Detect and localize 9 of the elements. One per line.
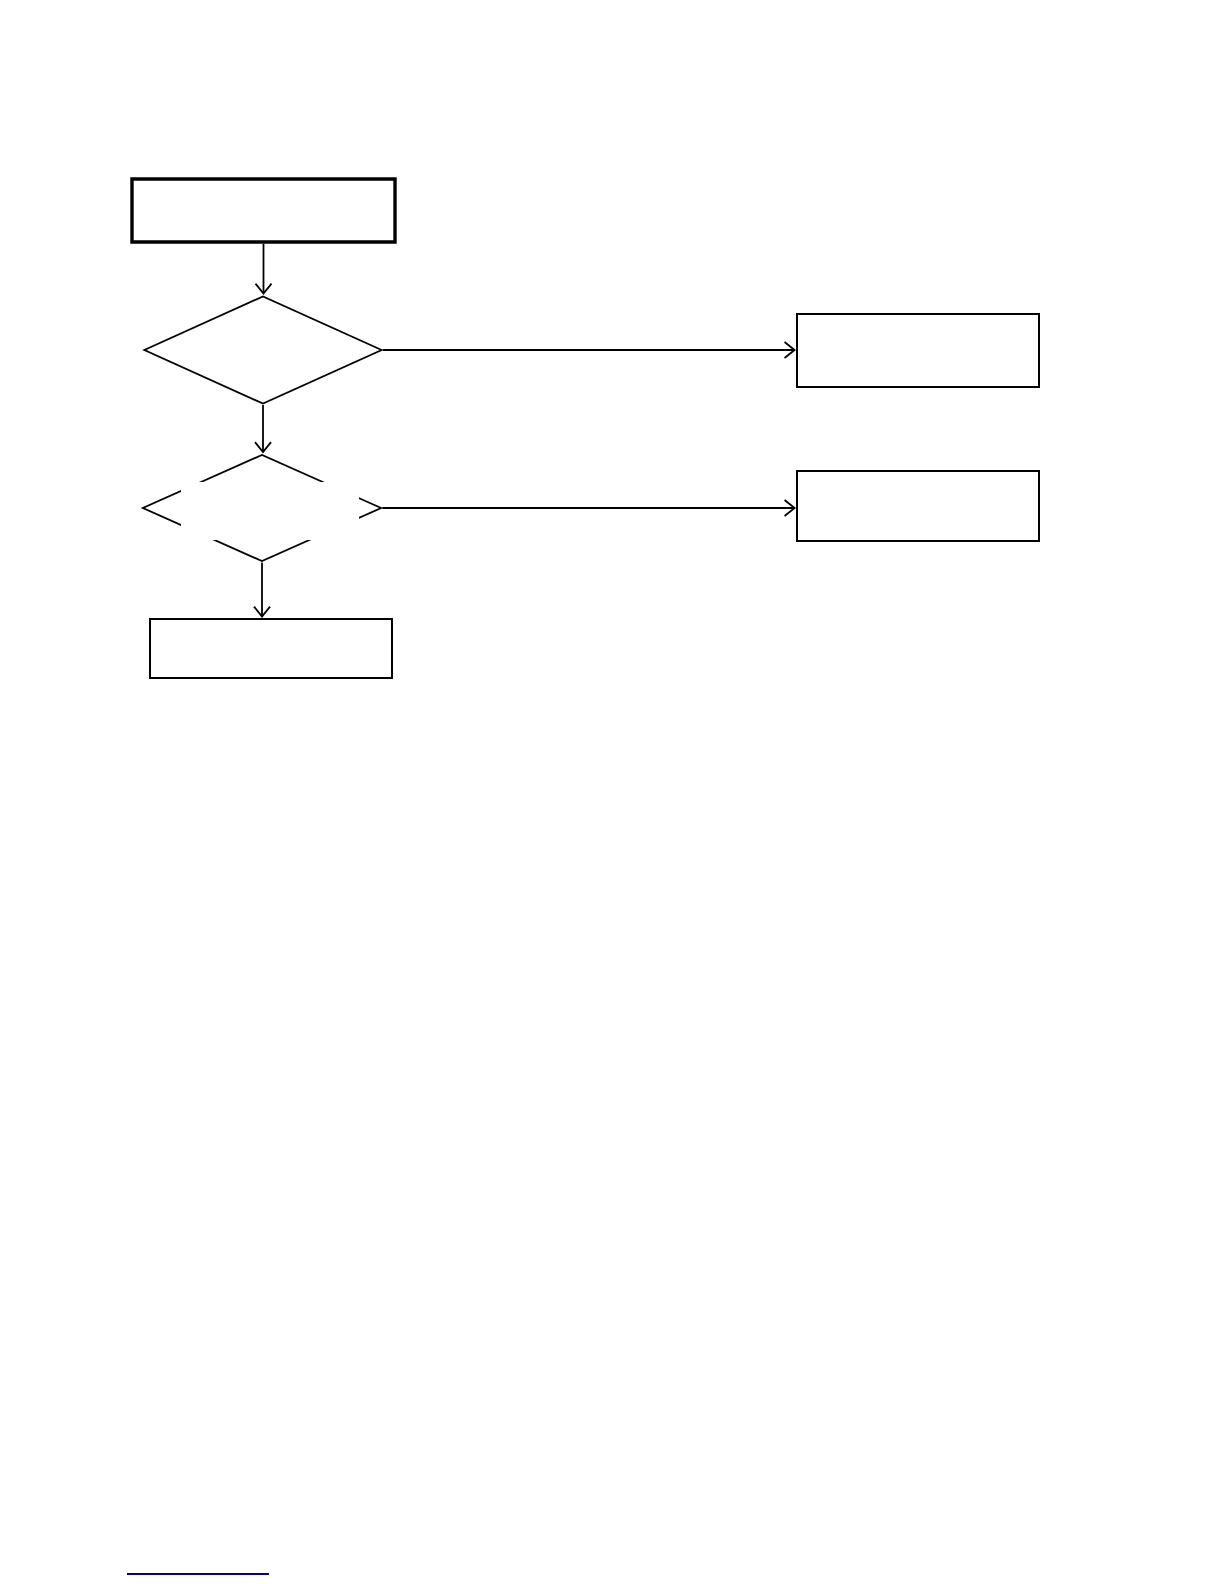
arrow bbox=[382, 341, 796, 359]
arrow bbox=[254, 404, 272, 454]
arrow bbox=[253, 561, 271, 618]
arrow bbox=[254, 242, 273, 296]
process-box bbox=[796, 470, 1040, 542]
process-box bbox=[796, 313, 1040, 388]
process-box bbox=[149, 618, 393, 679]
arrow bbox=[381, 499, 796, 517]
process-box bbox=[130, 177, 397, 244]
